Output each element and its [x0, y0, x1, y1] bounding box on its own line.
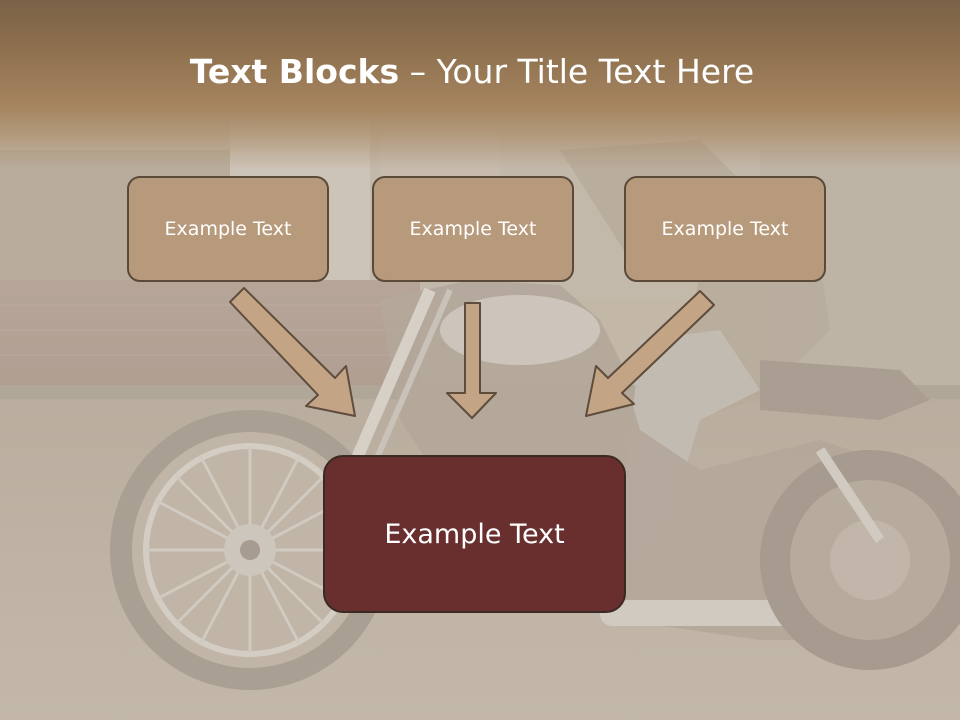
slide-title-rest: Your Title Text Here — [436, 52, 755, 91]
arrow-right-icon — [585, 290, 715, 417]
text-block-right-label: Example Text — [661, 218, 789, 240]
slide-title-dash: – — [399, 52, 437, 91]
text-block-left[interactable]: Example Text — [127, 176, 329, 282]
text-block-main[interactable]: Example Text — [323, 455, 626, 613]
text-block-center-label: Example Text — [409, 218, 537, 240]
title-banner — [0, 0, 960, 170]
text-block-main-label: Example Text — [384, 518, 565, 550]
arrow-left-icon — [229, 287, 356, 417]
text-block-center[interactable]: Example Text — [372, 176, 574, 282]
slide-title-bold: Text Blocks — [189, 52, 400, 91]
text-block-right[interactable]: Example Text — [624, 176, 826, 282]
text-block-left-label: Example Text — [164, 218, 292, 240]
arrow-center-icon — [446, 302, 497, 419]
slide-title: Text Blocks – Your Title Text Here — [0, 52, 944, 91]
